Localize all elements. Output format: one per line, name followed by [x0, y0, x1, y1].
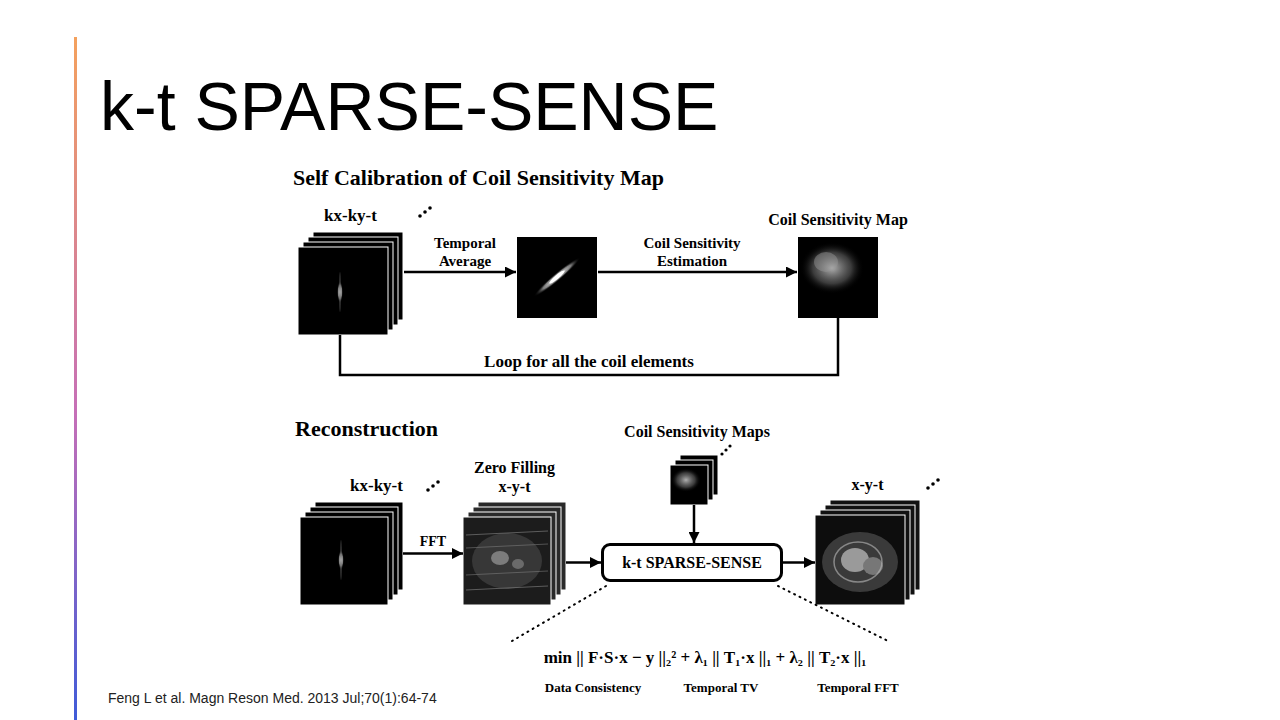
label-holder: Temporal Average: [419, 234, 511, 270]
accent-bar: [74, 37, 77, 720]
average-image: [517, 237, 597, 318]
citation: Feng L et al. Magn Reson Med. 2013 Jul;7…: [108, 690, 437, 706]
heading-holder: Zero Fillingx-y-t: [474, 459, 555, 496]
image-stack: Zero Fillingx-y-t: [463, 502, 566, 605]
aliased-image-stack: [463, 502, 566, 605]
image-heading: kx-ky-t: [324, 206, 377, 226]
term-label: Temporal TV: [684, 680, 759, 695]
label-holder: min || F·S·x − y ||₂² + λ₁ || T₁·x ||₁ +…: [544, 648, 867, 668]
kspace-stack: [298, 206, 432, 335]
label-holder: Temporal FFT: [817, 678, 899, 696]
box-text: k-t SPARSE-SENSE: [622, 553, 762, 572]
term-label: Data Consistency: [545, 680, 641, 695]
image-stack: Coil Sensitivity Map: [798, 237, 878, 318]
section-heading: Reconstruction: [295, 416, 438, 441]
arrow-label: Temporal Average: [434, 235, 496, 269]
edge-label: Loop for all the coil elements: [481, 352, 697, 371]
arrow-label: Coil Sensitivity Estimation: [643, 235, 740, 269]
image-stack: Coil Sensitivity Maps: [670, 455, 718, 505]
label-holder: Self Calibration of Coil Sensitivity Map: [293, 165, 664, 191]
term-label: Temporal FFT: [817, 680, 899, 695]
section-heading: Self Calibration of Coil Sensitivity Map: [293, 165, 664, 190]
image-heading: Coil Sensitivity Maps: [624, 423, 770, 441]
equation: min || F·S·x − y ||₂² + λ₁ || T₁·x ||₁ +…: [544, 648, 867, 667]
sensitivity-map-image: [798, 237, 878, 318]
sensitivity-map-stack: [670, 444, 732, 505]
arrow: [566, 561, 601, 564]
heading-holder: kx-ky-t: [350, 476, 403, 496]
process-box: k-t SPARSE-SENSE: [601, 543, 783, 582]
image-heading: Zero Filling: [474, 459, 555, 477]
slide-title: k-t SPARSE-SENSE: [100, 68, 718, 144]
heading-holder: kx-ky-t: [324, 206, 377, 226]
label-holder: Reconstruction: [295, 416, 438, 442]
arrow: [403, 552, 463, 555]
dotted-leader: [778, 586, 888, 641]
image-heading: x-y-t: [852, 476, 884, 494]
image-stack: kx-ky-t: [298, 232, 403, 335]
heading-holder: x-y-t: [852, 476, 884, 494]
label-holder: Coil Sensitivity Estimation: [617, 234, 767, 270]
caption-holder: Feng L et al. Magn Reson Med. 2013 Jul;7…: [108, 689, 437, 707]
heading-holder: Coil Sensitivity Map: [768, 211, 908, 229]
arrow: [783, 561, 815, 564]
arrow: [693, 505, 696, 543]
edge-label-holder: FFT: [417, 532, 449, 551]
image-heading: kx-ky-t: [350, 476, 403, 496]
title-holder: k-t SPARSE-SENSE: [100, 72, 718, 140]
edge-label: FFT: [417, 534, 449, 549]
arrow: [598, 271, 797, 274]
image-stack: x-y-t: [815, 500, 920, 605]
edge-label-holder: Loop for all the coil elements: [481, 352, 697, 372]
image-stack: kx-ky-t: [300, 502, 403, 605]
arrow: [404, 271, 516, 274]
label-holder: Temporal TV: [684, 678, 759, 696]
image-heading: Coil Sensitivity Map: [768, 211, 908, 229]
image-heading: x-y-t: [474, 478, 555, 496]
cine-image-stack: [815, 478, 940, 605]
heading-holder: Coil Sensitivity Maps: [624, 423, 770, 441]
label-holder: Data Consistency: [545, 678, 641, 696]
loop-line: [340, 318, 838, 375]
dotted-leader: [512, 586, 606, 641]
